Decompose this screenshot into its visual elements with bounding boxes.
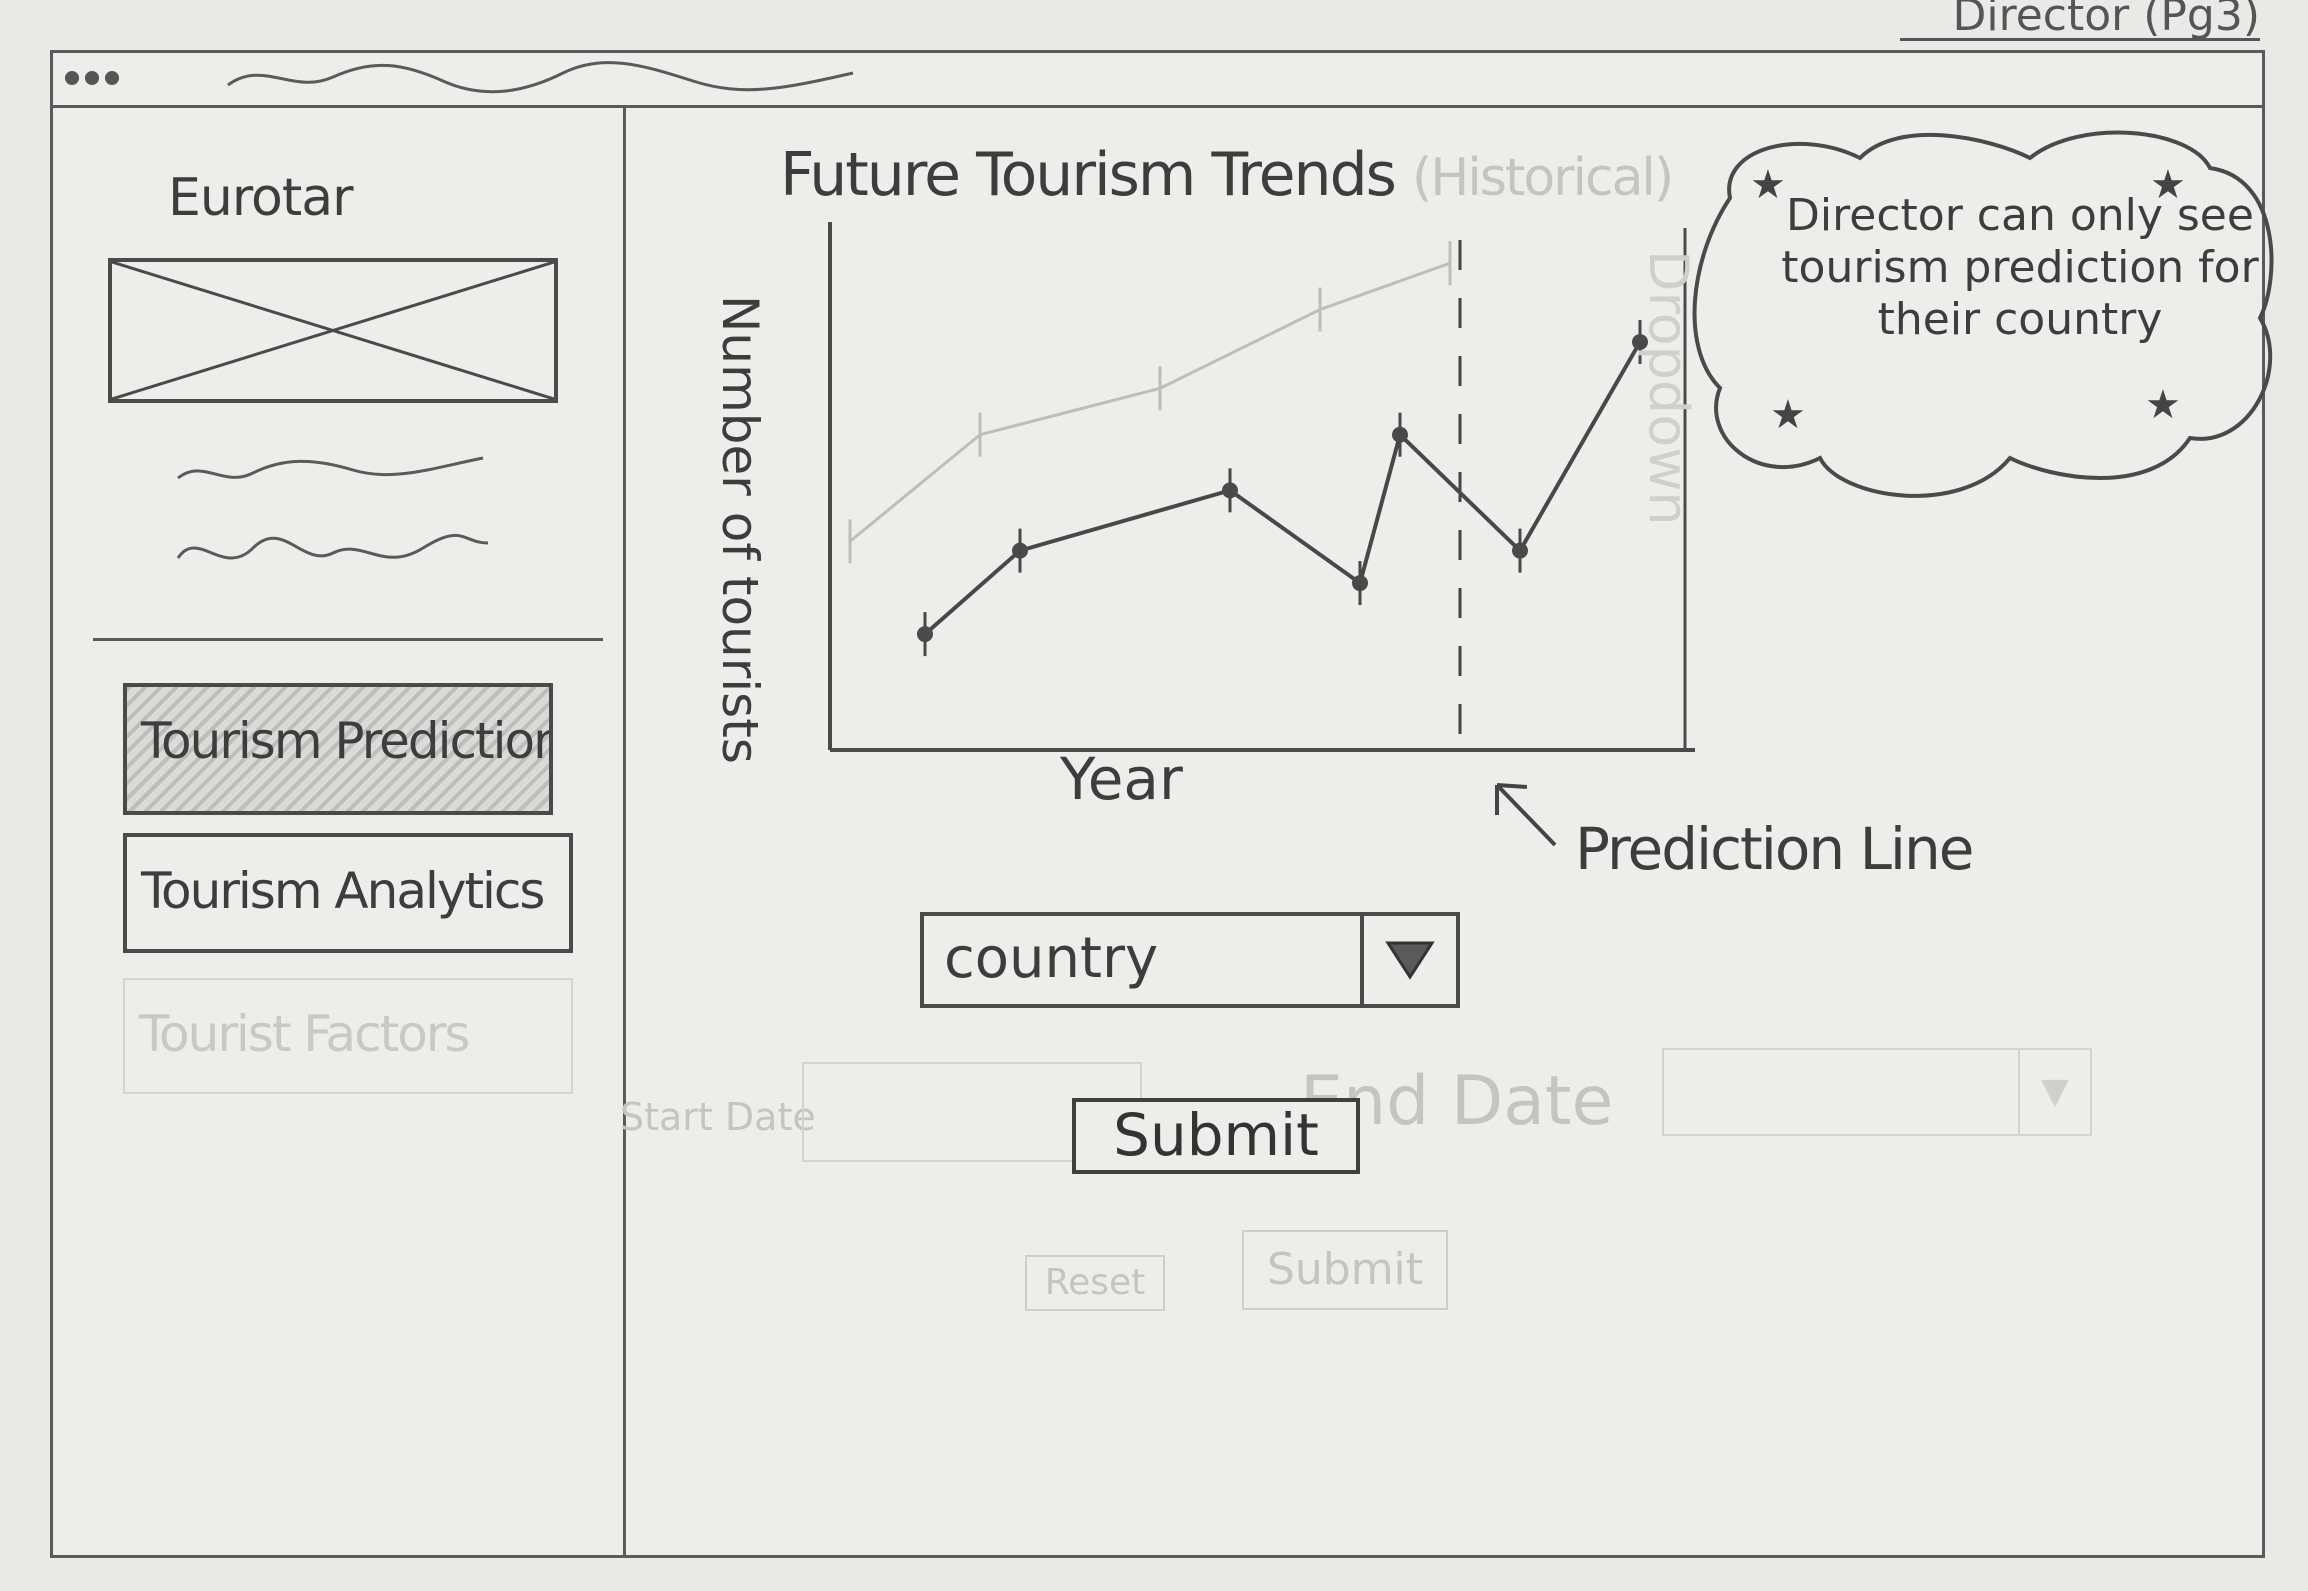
app-window: Eurotar Tourism Prediction Tourism Analy… <box>50 50 2265 1558</box>
chart-title-text: Future Tourism Trends <box>780 140 1397 210</box>
star-icon: ★ <box>1750 162 1786 208</box>
text-placeholder-icon <box>176 456 489 560</box>
star-icon: ★ <box>2150 162 2186 208</box>
chevron-down-icon[interactable] <box>1360 916 1456 1004</box>
series-2-line <box>849 261 1451 543</box>
y-axis-label: Number of tourists <box>711 295 769 764</box>
star-icon: ★ <box>1770 392 1806 438</box>
logo-placeholder-icon <box>108 258 558 403</box>
nav-tourism-analytics[interactable]: Tourism Analytics <box>123 833 573 953</box>
start-date-label: Start Date <box>620 1095 816 1139</box>
arrow-up-icon <box>1495 783 1557 847</box>
nav-tourist-factors[interactable]: Tourist Factors <box>123 978 573 1094</box>
sidebar: Eurotar Tourism Prediction Tourism Analy… <box>53 108 626 1555</box>
country-dropdown[interactable]: country <box>920 912 1460 1008</box>
end-date-dropdown[interactable]: ▼ <box>1662 1048 2092 1136</box>
window-dot-icon[interactable] <box>105 71 119 85</box>
series-1-line <box>923 341 1642 636</box>
prediction-line-label: Prediction Line <box>1575 815 1974 883</box>
submit-button[interactable]: Submit <box>1072 1098 1360 1174</box>
x-axis-label: Year <box>1060 745 1183 813</box>
nav-tourism-prediction[interactable]: Tourism Prediction <box>123 683 553 815</box>
chevron-down-icon[interactable]: ▼ <box>2018 1050 2090 1134</box>
app-name: Eurotar <box>168 168 353 228</box>
note-cloud: ★ ★ ★ ★ <box>1692 130 2274 498</box>
note-text: Director can only see tourism prediction… <box>1781 190 2259 345</box>
title-bar <box>53 53 2262 108</box>
star-icon: ★ <box>2145 382 2181 428</box>
country-dropdown-value: country <box>944 926 1159 991</box>
window-dot-icon[interactable] <box>65 71 79 85</box>
page-label: Director (Pg3) <box>1900 0 2260 41</box>
chart-title-faint: (Historical) <box>1412 148 1674 208</box>
tourism-line-chart <box>828 222 1695 752</box>
title-scribble-icon <box>227 61 854 94</box>
sidebar-divider <box>93 638 603 641</box>
reset-button[interactable]: Reset <box>1025 1255 1165 1311</box>
submit-button-faint[interactable]: Submit <box>1242 1230 1448 1310</box>
chart-title: Future Tourism Trends (Historical) <box>780 140 1674 210</box>
window-dot-icon[interactable] <box>85 71 99 85</box>
